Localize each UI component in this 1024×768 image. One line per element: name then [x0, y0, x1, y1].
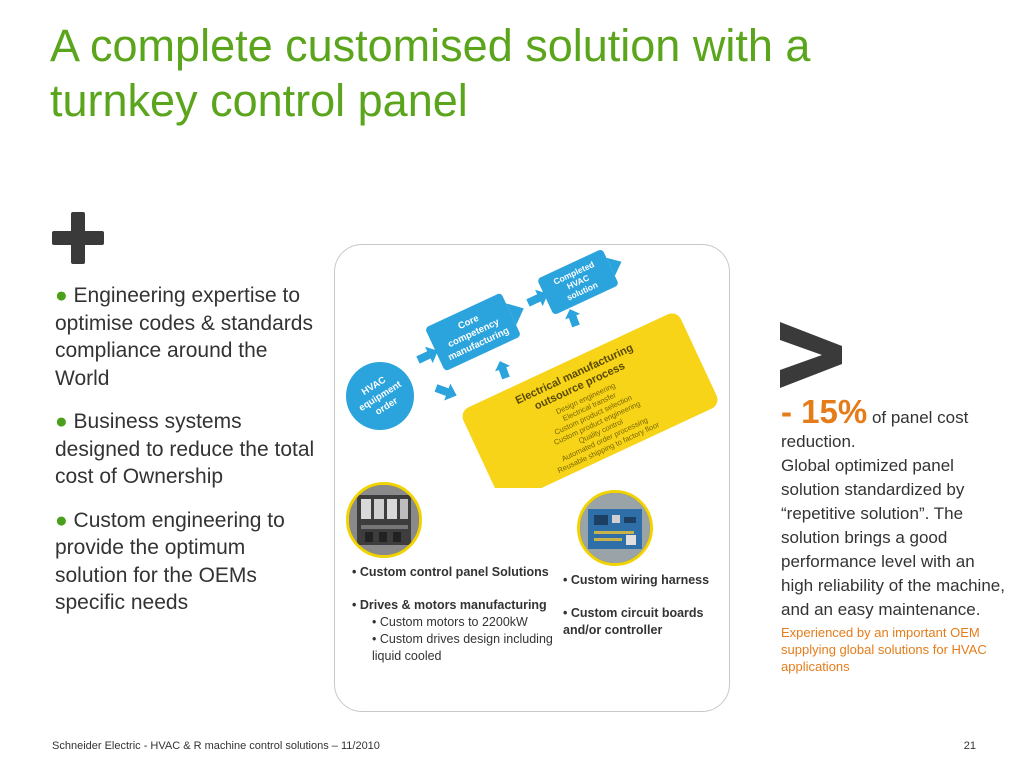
- arrow-icon: [495, 361, 511, 380]
- bullet-item: ● Business systems designed to reduce th…: [55, 408, 320, 491]
- service-item: • Drives & motors manufacturing: [352, 598, 547, 612]
- plus-icon: [52, 212, 106, 266]
- bullet-text: Engineering expertise to optimise codes …: [55, 284, 313, 390]
- arrow-icon: [416, 346, 438, 364]
- left-bullet-list: ● Engineering expertise to optimise code…: [55, 282, 320, 633]
- outsource-process-node: Electrical manufacturing outsource proce…: [462, 313, 718, 488]
- cost-reduction-note: Experienced by an important OEM supplyin…: [781, 625, 987, 674]
- service-subitem: • Custom drives design including liquid …: [372, 632, 553, 663]
- cost-reduction-block: - 15% of panel cost reduction. Global op…: [781, 395, 1006, 675]
- cost-reduction-label: of panel cost reduction.: [781, 408, 969, 451]
- service-item: • Custom circuit boards and/or controlle…: [563, 606, 704, 637]
- service-item: • Custom control panel Solutions: [352, 565, 549, 579]
- circuit-board-photo: [577, 490, 653, 566]
- core-competency-node: Core competency manufacturing: [426, 293, 524, 371]
- footer-text: Schneider Electric - HVAC & R machine co…: [52, 740, 380, 752]
- bullet-item: ● Engineering expertise to optimise code…: [55, 282, 320, 392]
- arrow-icon: [565, 309, 581, 328]
- cost-reduction-percent: - 15%: [781, 393, 868, 430]
- bullet-text: Custom engineering to provide the optimu…: [55, 508, 285, 615]
- completed-solution-node: Completed HVAC solution: [538, 249, 622, 315]
- bullet-icon: ●: [55, 284, 68, 307]
- greater-than-icon: [780, 322, 842, 388]
- cost-reduction-headline: - 15% of panel cost reduction.: [781, 395, 1006, 454]
- panel-services-left: • Custom control panel Solutions • Drive…: [352, 564, 562, 665]
- arrow-icon: [526, 289, 548, 307]
- service-subitem: • Custom motors to 2200kW: [372, 615, 528, 629]
- process-diagram: HVAC equipment order Core competency man…: [346, 249, 718, 488]
- page-number: 21: [963, 740, 976, 752]
- arrow-icon: [434, 383, 457, 401]
- bullet-text: Business systems designed to reduce the …: [55, 410, 315, 488]
- control-panel-photo: [346, 482, 422, 558]
- slide-title: A complete customised solution with a tu…: [50, 20, 811, 126]
- bullet-icon: ●: [55, 508, 68, 532]
- bullet-item: ● Custom engineering to provide the opti…: [55, 507, 320, 617]
- service-item: • Custom wiring harness: [563, 573, 710, 587]
- bullet-icon: ●: [55, 410, 68, 433]
- panel-services-right: • Custom wiring harness • Custom circuit…: [563, 572, 723, 639]
- hvac-order-node: HVAC equipment order: [346, 362, 414, 430]
- cost-reduction-body: Global optimized panel solution standard…: [781, 456, 1005, 619]
